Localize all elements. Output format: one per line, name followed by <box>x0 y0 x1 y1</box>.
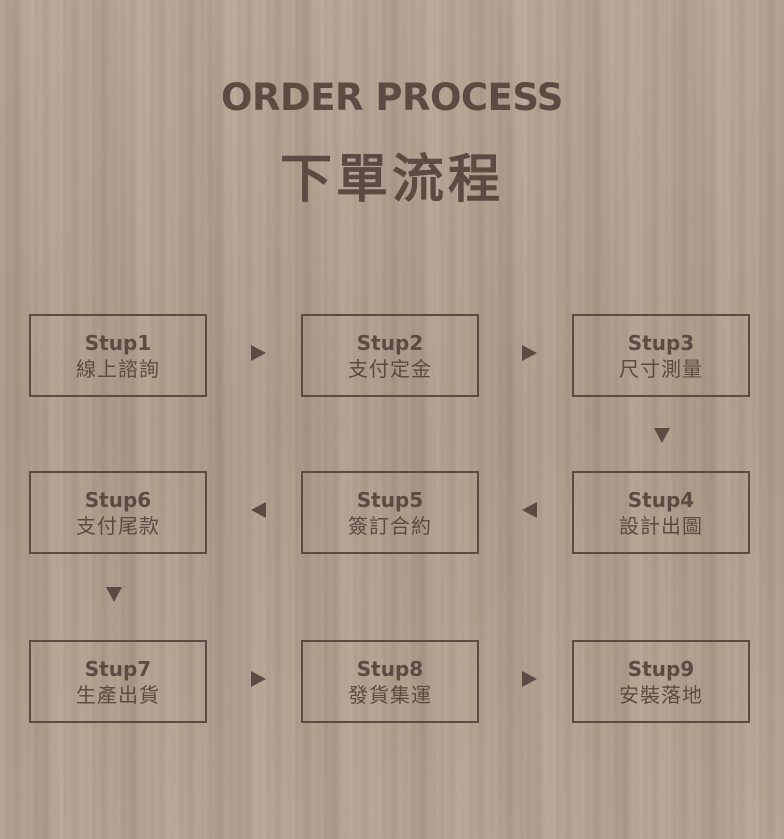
step-code: Stup7 <box>84 656 152 681</box>
arrow-right-icon <box>522 671 537 687</box>
step-code: Stup2 <box>356 330 424 355</box>
arrow-right-icon <box>251 345 266 361</box>
step-box-1: Stup1 線上諮詢 <box>29 314 207 397</box>
step-name: 生產出貨 <box>76 682 160 707</box>
step-name: 尺寸測量 <box>619 356 703 381</box>
step-name: 支付定金 <box>348 356 432 381</box>
step-name: 簽訂合約 <box>348 513 432 538</box>
arrow-down-icon <box>654 428 670 443</box>
step-code: Stup8 <box>356 656 424 681</box>
title-chinese: 下單流程 <box>279 150 504 210</box>
step-code: Stup3 <box>627 330 695 355</box>
step-code: Stup5 <box>356 487 424 512</box>
step-box-3: Stup3 尺寸測量 <box>572 314 750 397</box>
step-code: Stup6 <box>84 487 152 512</box>
arrow-left-icon <box>522 502 537 518</box>
step-box-6: Stup6 支付尾款 <box>29 471 207 554</box>
step-name: 設計出圖 <box>619 513 703 538</box>
step-code: Stup4 <box>627 487 695 512</box>
step-box-5: Stup5 簽訂合約 <box>301 471 479 554</box>
step-name: 安裝落地 <box>619 682 703 707</box>
step-code: Stup1 <box>84 330 152 355</box>
step-name: 線上諮詢 <box>76 356 160 381</box>
title-english: ORDER PROCESS <box>221 76 563 119</box>
arrow-right-icon <box>522 345 537 361</box>
step-name: 支付尾款 <box>76 513 160 538</box>
step-name: 發貨集運 <box>348 682 432 707</box>
step-code: Stup9 <box>627 656 695 681</box>
step-box-9: Stup9 安裝落地 <box>572 640 750 723</box>
step-box-4: Stup4 設計出圖 <box>572 471 750 554</box>
step-box-2: Stup2 支付定金 <box>301 314 479 397</box>
arrow-down-icon <box>106 587 122 602</box>
arrow-left-icon <box>251 502 266 518</box>
arrow-right-icon <box>251 671 266 687</box>
step-box-8: Stup8 發貨集運 <box>301 640 479 723</box>
step-box-7: Stup7 生產出貨 <box>29 640 207 723</box>
